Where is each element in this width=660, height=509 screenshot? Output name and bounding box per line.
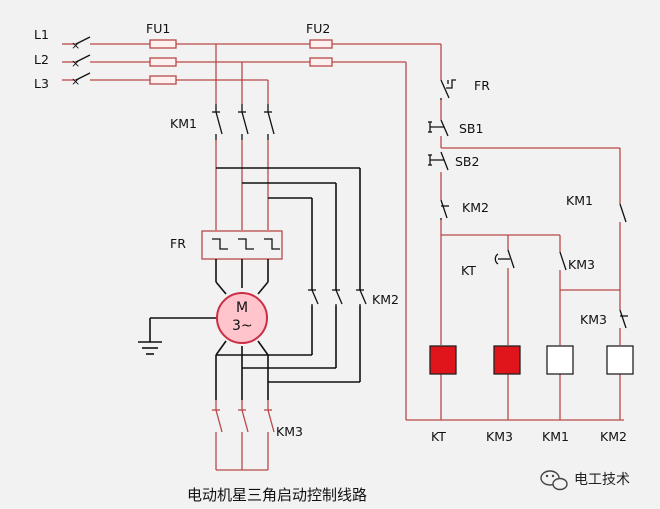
- fr-main-label: FR: [170, 236, 186, 251]
- coil-label-km3: KM3: [486, 429, 513, 444]
- km2-main-contacts: [308, 289, 367, 306]
- fuse-fu2: [309, 39, 333, 67]
- km3-no-contact: [559, 251, 567, 271]
- km2-nc-label: KM2: [462, 200, 489, 215]
- km1-hold-contact: [619, 203, 627, 223]
- coil-km1: [546, 345, 574, 375]
- fr-contact-label: FR: [474, 78, 490, 93]
- coil-label-km1: KM1: [542, 429, 569, 444]
- line-label-l1: L1: [34, 27, 49, 42]
- fr-heaters: [212, 238, 280, 250]
- watermark-text: 电工技术: [574, 472, 630, 488]
- wechat-logo-icon: [540, 470, 568, 491]
- diagram-title: 电动机星三角启动控制线路: [187, 486, 367, 504]
- motor-wiring: [138, 167, 361, 400]
- fr-nc-contact: [440, 79, 456, 100]
- sb1-label: SB1: [459, 121, 483, 136]
- svg-text:×: ×: [71, 75, 80, 88]
- km3-star-wires: [212, 400, 275, 471]
- motor-phase: 3~: [232, 318, 253, 334]
- incoming-lines: [62, 43, 441, 81]
- main-switch: × × ×: [71, 36, 91, 88]
- coil-label-kt: KT: [431, 429, 446, 444]
- coil-km3: [493, 345, 521, 375]
- motor: [216, 292, 268, 344]
- km1-main-contacts: [212, 104, 275, 140]
- km1-main-label: KM1: [170, 116, 197, 131]
- kt-contact-label: KT: [461, 263, 476, 278]
- sb1-stop-button: [428, 119, 449, 137]
- coil-label-km2: KM2: [600, 429, 627, 444]
- fuse-fu1: [149, 39, 177, 85]
- coil-km2: [606, 345, 634, 375]
- km1-hold-label: KM1: [566, 193, 593, 208]
- line-label-l3: L3: [34, 76, 49, 91]
- km3-nc-label: KM3: [580, 312, 607, 327]
- svg-text:×: ×: [71, 57, 80, 70]
- fuse-fu1-label: FU1: [146, 21, 170, 36]
- coils: [429, 345, 634, 375]
- km3-nc-contact: [619, 309, 628, 329]
- power-wires: [201, 44, 283, 260]
- kt-delay-contact: [494, 249, 515, 269]
- km3-no-label: KM3: [568, 257, 595, 272]
- fuse-fu2-label: FU2: [306, 21, 330, 36]
- svg-text:×: ×: [71, 39, 80, 52]
- km2-main-label: KM2: [372, 292, 399, 307]
- line-label-l2: L2: [34, 52, 49, 67]
- km3-main-label: KM3: [276, 424, 303, 439]
- motor-name: M: [236, 300, 248, 316]
- sb2-label: SB2: [455, 154, 479, 169]
- sb2-start-button: [428, 151, 449, 171]
- control-wires: [405, 44, 624, 421]
- km2-nc-contact: [440, 199, 449, 220]
- coil-kt: [429, 345, 457, 375]
